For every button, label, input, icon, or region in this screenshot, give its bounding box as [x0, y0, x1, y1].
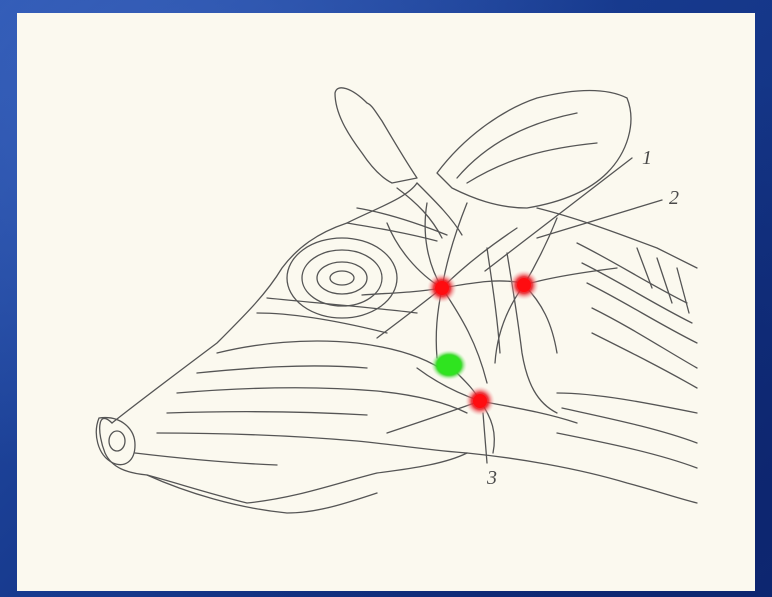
nostril [109, 431, 125, 451]
mouth-line [135, 453, 277, 465]
ear [437, 91, 631, 209]
lymph-node-markers [427, 270, 539, 416]
label-1: 1 [642, 148, 652, 168]
horn [335, 88, 417, 183]
head-outline [100, 418, 467, 503]
cow-head-drawing [17, 13, 755, 591]
leader-line-2 [537, 200, 662, 238]
leader-line-1 [485, 158, 632, 271]
label-2: 2 [669, 188, 679, 208]
illustration-panel: 1 2 3 [17, 13, 755, 591]
forehead-outline [112, 183, 417, 423]
neck-bottom [467, 453, 697, 503]
lower-jaw [147, 475, 377, 513]
neck-top [537, 208, 697, 268]
label-3: 3 [487, 468, 497, 488]
muzzle [96, 418, 135, 465]
